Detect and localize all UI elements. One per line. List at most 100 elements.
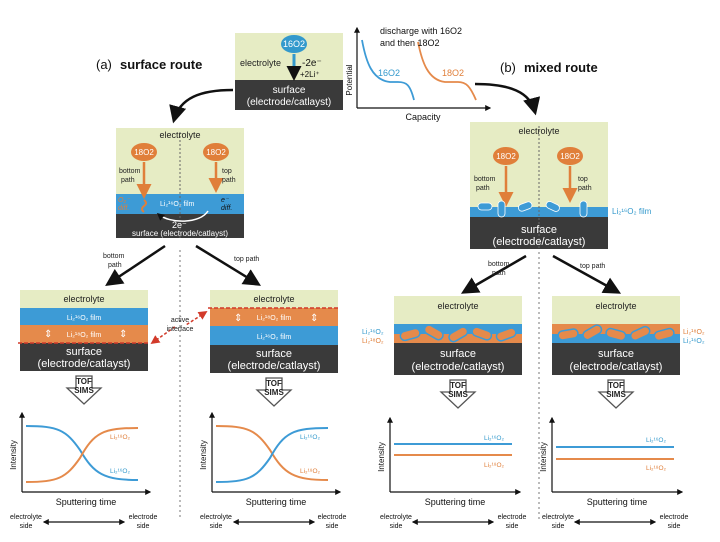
b-mid-schematic: electrolyte 18O2 18O2 bottom path top pa… — [470, 122, 652, 249]
b-mid-o18-left — [493, 147, 519, 165]
heading-a-title: surface route — [120, 57, 202, 72]
a-mid-top-path-1: top — [222, 168, 232, 175]
top-surface-label-1: surface — [273, 85, 306, 96]
b2-left-side-2: side — [552, 523, 565, 530]
b2-side-label-16: Li₂¹⁶O₂ — [683, 338, 705, 345]
top-o2-molecule — [281, 35, 307, 53]
b-mid-particle — [517, 201, 533, 212]
b-mid-surface-label-2: (electrode/catlayst) — [493, 236, 586, 248]
p2-label-upper: Li₂¹⁶O₂ — [300, 434, 320, 441]
b-bottom-path-arrow — [460, 254, 527, 294]
svg-text:18O2: 18O2 — [206, 148, 226, 157]
a-mid-o2diff-1: O₂⁻ — [118, 197, 131, 204]
a2-tof-label-1: TOF — [266, 379, 282, 388]
b2-particles — [557, 324, 675, 342]
p1-label-lower: Li₂¹⁶O₂ — [110, 468, 130, 475]
discharge-curve-18 — [417, 41, 477, 101]
p2-ylabel: Intensity — [199, 440, 208, 470]
b2-surface-2: (electrode/catlayst) — [570, 361, 663, 373]
svg-text:⇕: ⇕ — [119, 329, 127, 340]
p2-curve-orange — [215, 425, 329, 481]
svg-text:⇕: ⇕ — [234, 313, 242, 324]
b1-tof-arrow — [439, 379, 477, 409]
p1-label-upper: Li₂¹⁸O₂ — [110, 434, 131, 441]
a1-right-side-1: electrode — [129, 514, 158, 521]
p3-xlabel: Sputtering time — [425, 497, 486, 507]
a-bottom-path-arrow — [105, 244, 166, 286]
p3-label-lower: Li₂¹⁸O₂ — [484, 462, 505, 469]
a2-surface-2: (electrode/catlayst) — [228, 360, 321, 372]
panel-b1: electrolyte surface (electrode/catlayst)… — [362, 296, 522, 409]
heading-a-prefix: (a) — [96, 57, 112, 72]
p1-curve-blue — [25, 425, 139, 481]
b1-electrolyte: electrolyte — [437, 301, 478, 311]
intensity-plot-2: Intensity Sputtering time Li₂¹⁶O₂ Li₂¹⁸O… — [199, 411, 342, 507]
top-surface-label-2: (electrode/catlayst) — [247, 97, 331, 108]
discharge-label-18: 18O2 — [442, 68, 464, 78]
a-mid-o18-right — [203, 143, 229, 161]
a-arrow-bottom-label-1: bottom — [103, 253, 125, 260]
panel-b2: electrolyte surface (electrode/catlayst)… — [552, 296, 705, 409]
a1-left-side-1: electrolyte — [10, 514, 42, 521]
svg-text:⇕: ⇕ — [44, 329, 52, 340]
b1-surface-1: surface — [440, 348, 476, 360]
a-top-path-arrow — [195, 244, 261, 286]
intensity-plot-1: Intensity Sputtering time Li₂¹⁸O₂ Li₂¹⁶O… — [9, 411, 152, 507]
b-mid-surface-label-1: surface — [521, 224, 557, 236]
p1-ylabel: Intensity — [9, 440, 18, 470]
a-mid-bottom-path-1: bottom — [119, 168, 141, 175]
a-mid-ediff-1: e⁻ — [221, 197, 230, 204]
b2-side-label-18: Li₂¹⁸O₂ — [683, 329, 705, 336]
a2-electrolyte: electrolyte — [253, 294, 294, 304]
b1-tof-label-2: SIMS — [448, 390, 468, 399]
arrow-to-mixed-route — [474, 82, 541, 116]
discharge-plot: Potential Capacity 16O2 18O2 discharge w… — [345, 26, 492, 122]
a-mid-2e: 2e⁻ — [172, 220, 187, 230]
p2-xlabel: Sputtering time — [246, 497, 307, 507]
b-arrow-bottom-label-2: path — [492, 270, 506, 277]
a-mid-bottom-path-2: path — [121, 177, 135, 184]
top-schematic: electrolyte 16O2 -2e⁻ +2Li⁺ surface (ele… — [235, 33, 343, 110]
top-o2-label: 16O2 — [283, 39, 305, 49]
p4-label-lower: Li₂¹⁸O₂ — [646, 465, 667, 472]
a1-electrolyte: electrolyte — [63, 294, 104, 304]
a-mid-o2diff-2: diff. — [118, 205, 129, 212]
a2-film16: Li₂¹⁶O₂ film — [257, 334, 292, 341]
svg-text:18O2: 18O2 — [496, 152, 516, 161]
active-interface-label-1: active — [171, 317, 189, 324]
b-mid-o18-right — [557, 147, 583, 165]
b-mid-top-path-1: top — [578, 176, 588, 183]
b2-left-side-1: electrolyte — [542, 514, 574, 521]
b-mid-particle — [477, 202, 493, 211]
a2-left-side-2: side — [210, 523, 223, 530]
a-mid-o18-left — [131, 143, 157, 161]
b1-left-side-2: side — [390, 523, 403, 530]
p1-curve-orange — [25, 427, 139, 483]
intensity-plot-3: Intensity Sputtering time Li₂¹⁶O₂ Li₂¹⁸O… — [377, 416, 522, 507]
a2-right-side-1: electrode — [318, 514, 347, 521]
discharge-ylabel: Potential — [345, 64, 354, 95]
b1-side-label-18: Li₂¹⁸O₂ — [362, 338, 384, 345]
b-mid-film-label: Li₂¹⁶O₂ film — [612, 207, 652, 216]
b-mid-top-path-2: path — [578, 185, 592, 192]
b1-surface-2: (electrode/catlayst) — [412, 361, 505, 373]
a1-left-side-2: side — [20, 523, 33, 530]
b-mid-bottom-path-2: path — [476, 185, 490, 192]
heading-b-title: mixed route — [524, 60, 598, 75]
arrow-to-surface-route — [169, 88, 234, 124]
a2-tof-arrow — [255, 377, 293, 407]
side-indicators: electrolyte side electrode side electrol… — [10, 514, 688, 530]
panel-a1: electrolyte Li₂¹⁶O₂ film Li₂¹⁸O₂ film su… — [18, 290, 150, 405]
p4-label-upper: Li₂¹⁶O₂ — [646, 437, 666, 444]
a1-tof-label-1: TOF — [76, 377, 92, 386]
discharge-xlabel: Capacity — [405, 112, 441, 122]
b2-right-side-2: side — [668, 523, 681, 530]
b1-tof-label-1: TOF — [450, 381, 466, 390]
p1-xlabel: Sputtering time — [56, 497, 117, 507]
svg-text:18O2: 18O2 — [560, 152, 580, 161]
b-mid-bottom-path-1: bottom — [474, 176, 496, 183]
discharge-note-1: discharge with 16O2 — [380, 26, 462, 36]
b2-right-side-1: electrode — [660, 514, 689, 521]
a2-surface-1: surface — [256, 348, 292, 360]
